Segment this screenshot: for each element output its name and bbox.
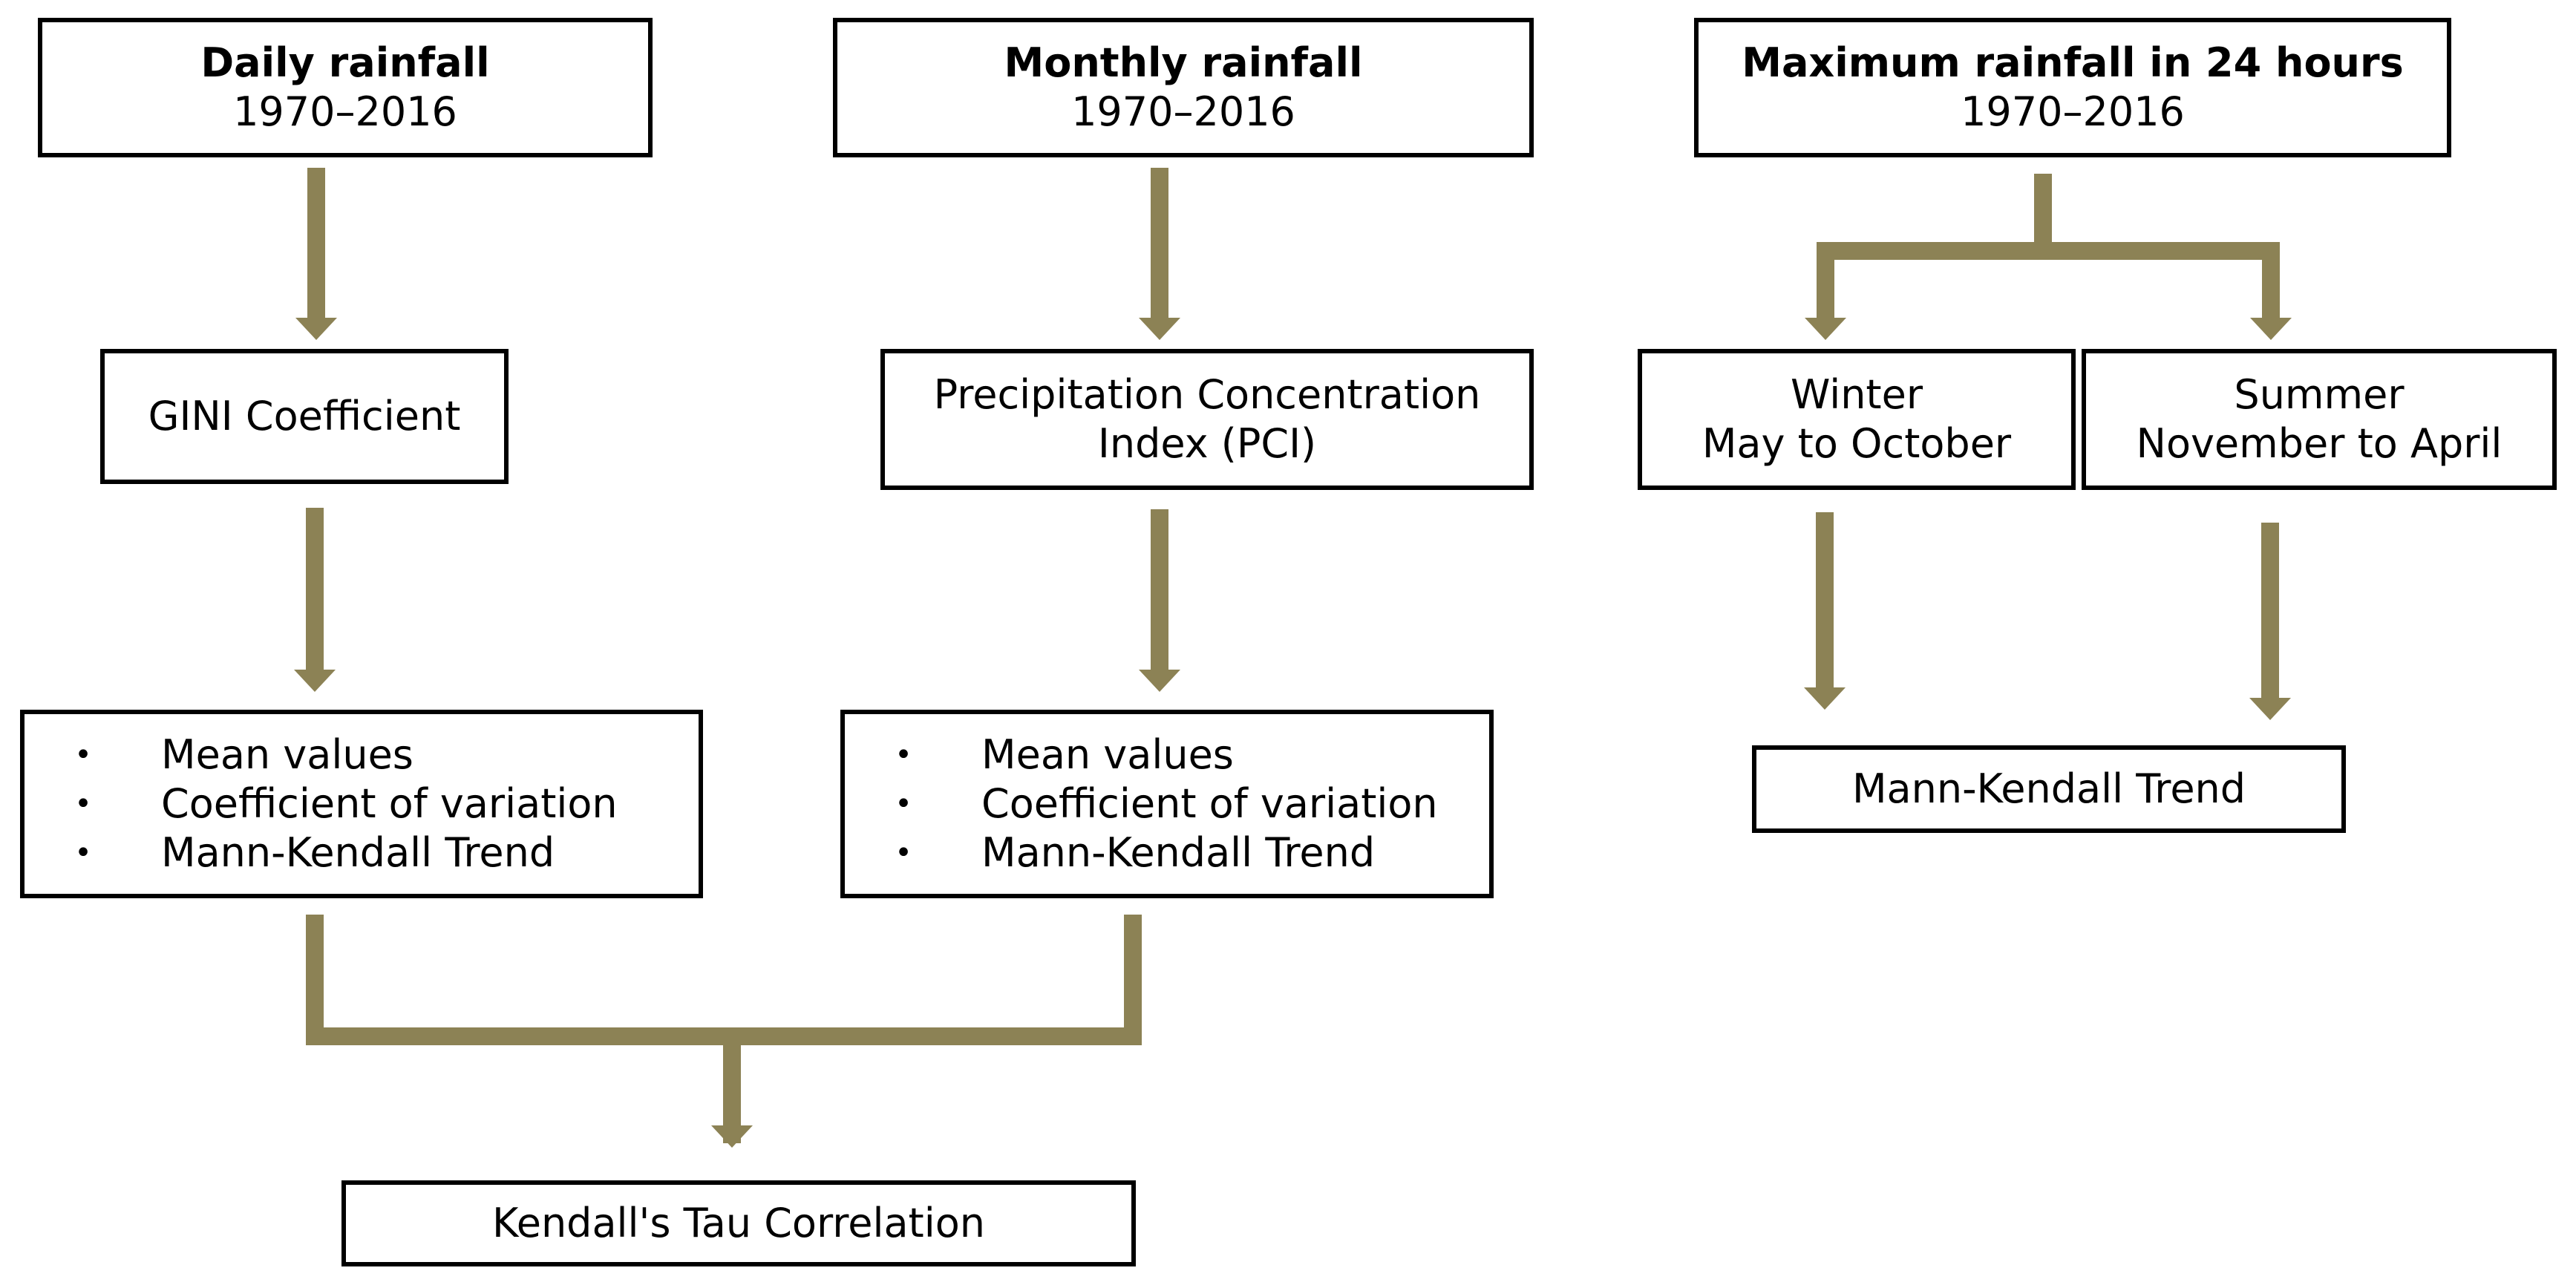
daily-rainfall-title: Daily rainfall — [200, 39, 490, 86]
gini-coefficient-label: GINI Coefficient — [148, 393, 461, 439]
analysis-coefficient-of-variation: Coefficient of variation — [161, 780, 618, 827]
summer-box: Summer November to April — [2082, 349, 2557, 490]
bullet-icon: • — [74, 787, 92, 821]
pci-box: Precipitation Concentration Index (PCI) — [880, 349, 1534, 490]
gini-coefficient-box: GINI Coefficient — [100, 349, 509, 484]
monthly-analyses-box: • Mean values • Coefficient of variation… — [840, 710, 1494, 898]
arrow-shaft — [2262, 242, 2280, 319]
kendall-tau-correlation-label: Kendall's Tau Correlation — [492, 1200, 985, 1246]
arrow-shaft — [307, 168, 325, 319]
max-rainfall-trend-box: Mann-Kendall Trend — [1752, 745, 2346, 833]
arrow-head — [2250, 318, 2292, 340]
analysis-mann-kendall-trend: Mann-Kendall Trend — [161, 829, 555, 876]
summer-months: November to April — [2136, 420, 2503, 467]
arrow-head — [294, 670, 336, 692]
connector-bar — [1817, 242, 2280, 260]
max-rainfall-period: 1970–2016 — [1961, 88, 2185, 135]
bullet-icon: • — [895, 787, 912, 821]
pci-label-line2: Index (PCI) — [1097, 420, 1317, 467]
summer-label: Summer — [2234, 371, 2405, 418]
monthly-rainfall-title: Monthly rainfall — [1004, 39, 1363, 86]
arrow-shaft — [2261, 523, 2279, 701]
monthly-rainfall-period: 1970–2016 — [1071, 88, 1295, 135]
arrow-shaft — [1816, 512, 1834, 690]
arrow-shaft — [723, 1027, 741, 1143]
arrow-head — [1805, 318, 1846, 340]
analysis-coefficient-of-variation: Coefficient of variation — [981, 780, 1438, 827]
arrow-shaft — [1151, 168, 1168, 319]
arrow-head — [1139, 670, 1180, 692]
list-item: • Coefficient of variation — [845, 779, 1438, 828]
arrow-head — [2249, 698, 2291, 720]
connector-right-stem — [1124, 915, 1142, 1036]
analysis-mann-kendall-trend: Mann-Kendall Trend — [981, 829, 1376, 876]
max-rainfall-box: Maximum rainfall in 24 hours 1970–2016 — [1694, 18, 2451, 157]
list-item: • Mann-Kendall Trend — [24, 828, 555, 877]
analysis-mean-values: Mean values — [981, 731, 1234, 778]
bullet-icon: • — [895, 836, 912, 870]
arrow-shaft — [306, 508, 324, 671]
arrow-shaft — [1151, 509, 1168, 671]
connector-stem — [2034, 174, 2052, 251]
arrow-shaft — [1817, 242, 1834, 319]
arrow-head — [1139, 318, 1180, 340]
list-item: • Mann-Kendall Trend — [845, 828, 1375, 877]
winter-months: May to October — [1701, 420, 2012, 467]
kendall-tau-correlation-box: Kendall's Tau Correlation — [341, 1180, 1136, 1266]
list-item: • Mean values — [845, 730, 1234, 779]
arrow-head — [711, 1125, 753, 1148]
list-item: • Mean values — [24, 730, 413, 779]
winter-label: Winter — [1790, 371, 1923, 418]
monthly-rainfall-box: Monthly rainfall 1970–2016 — [833, 18, 1534, 157]
pci-label-line1: Precipitation Concentration — [933, 371, 1481, 418]
bullet-icon: • — [895, 738, 912, 772]
bullet-icon: • — [74, 738, 92, 772]
max-rainfall-trend-label: Mann-Kendall Trend — [1851, 765, 2246, 812]
bullet-icon: • — [74, 836, 92, 870]
max-rainfall-title: Maximum rainfall in 24 hours — [1742, 39, 2404, 86]
winter-box: Winter May to October — [1638, 349, 2076, 490]
connector-left-stem — [306, 915, 324, 1036]
analysis-mean-values: Mean values — [161, 731, 413, 778]
arrow-head — [295, 318, 337, 340]
daily-rainfall-period: 1970–2016 — [233, 88, 457, 135]
daily-analyses-box: • Mean values • Coefficient of variation… — [20, 710, 703, 898]
list-item: • Coefficient of variation — [24, 779, 618, 828]
daily-rainfall-box: Daily rainfall 1970–2016 — [38, 18, 653, 157]
arrow-head — [1804, 687, 1846, 710]
